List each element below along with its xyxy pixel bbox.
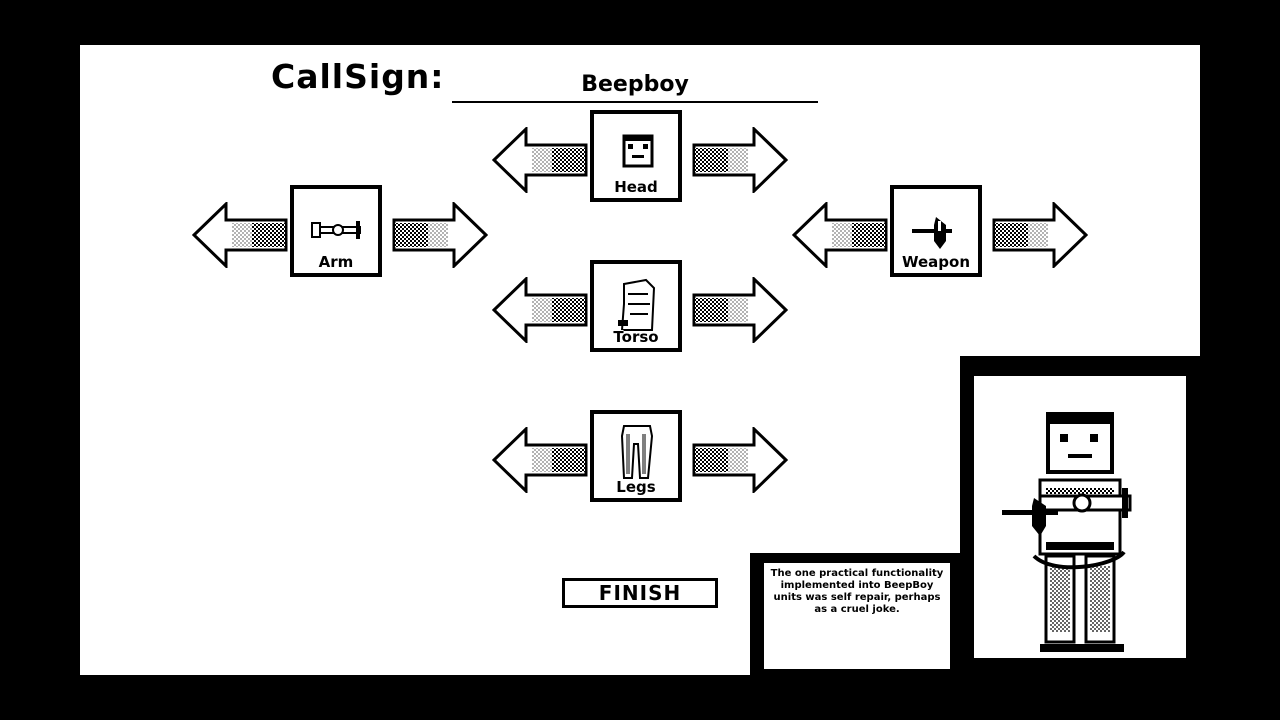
arm-label: Arm — [318, 253, 354, 271]
callsign-label: CallSign: — [271, 57, 445, 96]
torso-slot: Torso — [590, 260, 682, 352]
finish-button[interactable]: FINISH — [562, 578, 718, 608]
robot-preview-panel — [960, 356, 1200, 675]
legs-prev-arrow-icon[interactable] — [492, 427, 588, 493]
arm-prev-arrow-icon[interactable] — [192, 202, 288, 268]
description-panel: The one practical functionality implemen… — [750, 553, 960, 675]
weapon-label: Weapon — [901, 253, 971, 271]
torso-next-arrow-icon[interactable] — [692, 277, 788, 343]
torso-label: Torso — [613, 328, 659, 346]
head-part-icon — [622, 134, 654, 168]
weapon-part-icon — [912, 217, 952, 249]
description-text: The one practical functionality implemen… — [764, 563, 950, 669]
torso-part-icon — [618, 278, 656, 331]
head-slot: Head — [590, 110, 682, 202]
weapon-prev-arrow-icon[interactable] — [792, 202, 888, 268]
head-label: Head — [614, 178, 658, 196]
legs-label: Legs — [616, 478, 656, 496]
torso-prev-arrow-icon[interactable] — [492, 277, 588, 343]
legs-slot: Legs — [590, 410, 682, 502]
arm-slot: Arm — [290, 185, 382, 277]
legs-next-arrow-icon[interactable] — [692, 427, 788, 493]
weapon-next-arrow-icon[interactable] — [992, 202, 1088, 268]
weapon-slot: Weapon — [890, 185, 982, 277]
character-creator-screen: CallSign: Head Arm — [80, 45, 1200, 675]
head-next-arrow-icon[interactable] — [692, 127, 788, 193]
arm-next-arrow-icon[interactable] — [392, 202, 488, 268]
robot-preview-icon — [1002, 412, 1132, 652]
legs-part-icon — [620, 425, 654, 479]
head-prev-arrow-icon[interactable] — [492, 127, 588, 193]
arm-part-icon — [311, 221, 361, 239]
callsign-input[interactable] — [452, 67, 818, 103]
